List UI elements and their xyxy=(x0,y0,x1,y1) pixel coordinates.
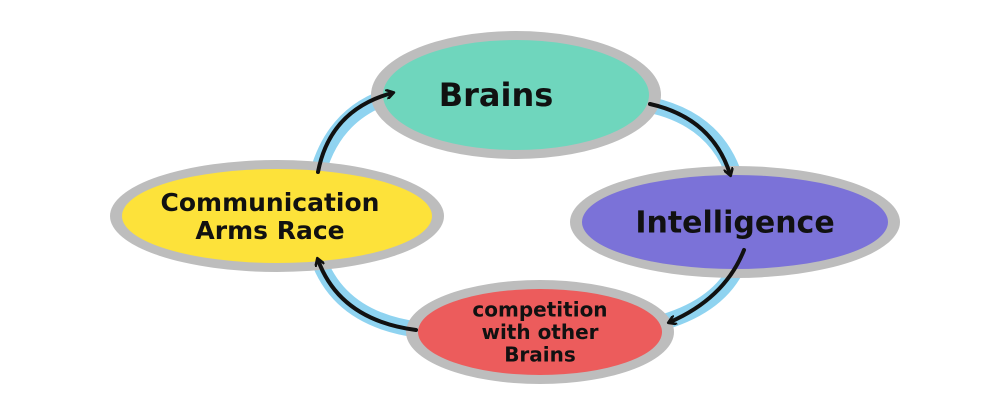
competition-label-line-1: competition xyxy=(472,298,607,322)
node-brains-label: Brains xyxy=(439,76,554,114)
node-brains-fill xyxy=(383,40,649,150)
node-intelligence-label: Intelligence xyxy=(635,206,834,241)
arrow-intelligence-to-competition xyxy=(670,248,746,322)
intelligence-label-line-1: Intelligence xyxy=(635,206,834,241)
halo-competition-to-communication xyxy=(310,250,428,338)
arrows xyxy=(316,93,746,332)
communication-label-line-1: Communication xyxy=(161,188,380,217)
node-brains: Brains xyxy=(371,31,661,159)
competition-label-line-3: Brains xyxy=(504,342,576,366)
arrow-competition-to-communication xyxy=(318,260,418,332)
node-intelligence-fill xyxy=(582,175,888,269)
arrow-communication-to-brains xyxy=(316,93,392,174)
arrow-brains-to-intelligence xyxy=(648,102,730,174)
brains-label-line-1: Brains xyxy=(439,76,554,114)
node-communication-fill xyxy=(122,169,432,263)
node-intelligence: Intelligence xyxy=(570,166,900,278)
competition-label-line-2: with other xyxy=(481,320,598,344)
communication-label-line-2: Arms Race xyxy=(195,216,344,245)
node-competition-fill xyxy=(418,289,662,375)
